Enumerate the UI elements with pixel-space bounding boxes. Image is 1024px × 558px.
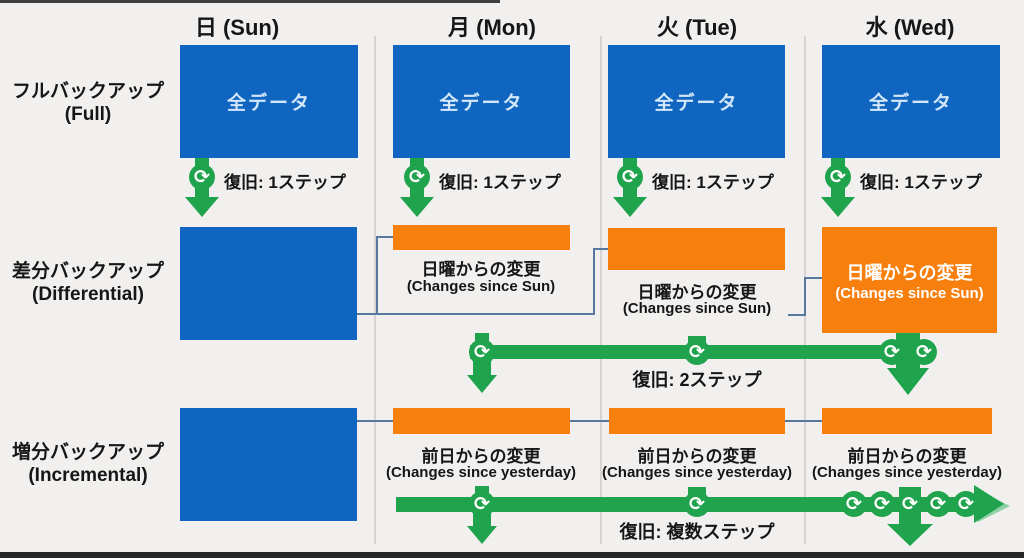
row-label-differential-ja: 差分バックアップ <box>11 261 164 282</box>
incr-bar-tue-label-en: (Changes since yesterday) <box>601 464 793 481</box>
diff-bar-mon-label-en: (Changes since Sun) <box>406 278 556 295</box>
incr-recovery-label: 復旧: 複数ステップ <box>619 522 775 542</box>
row-label-differential: 差分バックアップ (Differential) <box>3 260 173 306</box>
connector-line <box>785 420 822 422</box>
restore-cycle-icon: ⟳ <box>684 339 710 365</box>
restore-cycle-icon: ⟳ <box>189 164 215 190</box>
connector-line <box>593 248 609 250</box>
full-recovery-label-wed: 復旧: 1ステップ <box>860 173 982 192</box>
restore-cycle-icon: ⟳ <box>869 491 895 517</box>
connector-line <box>357 420 393 422</box>
diff-box-wed-label-en: (Changes since Sun) <box>835 284 984 302</box>
diff-box-wed-label-ja: 日曜からの変更 <box>846 262 973 283</box>
full-box-mon: 全データ <box>393 45 570 158</box>
incremental-full-box-sun <box>180 408 357 521</box>
full-recovery-label-sun: 復旧: 1ステップ <box>224 173 346 192</box>
connector-line <box>376 236 394 238</box>
connector-line <box>376 237 378 315</box>
full-box-tue: 全データ <box>608 45 785 158</box>
connector-line <box>357 313 594 315</box>
full-box-label: 全データ <box>868 93 953 114</box>
band-tab <box>899 487 921 497</box>
full-recovery-label-mon: 復旧: 1ステップ <box>439 173 561 192</box>
connector-line <box>570 420 609 422</box>
down-arrow-icon <box>467 526 497 544</box>
diff-bar-mon <box>393 225 570 250</box>
restore-cycle-icon: ⟳ <box>404 164 430 190</box>
column-header-mon: 月 (Mon) <box>448 15 536 40</box>
down-arrow-icon <box>400 197 434 217</box>
restore-cycle-icon: ⟳ <box>684 491 710 517</box>
diff-bar-mon-label-ja: 日曜からの変更 <box>421 260 541 279</box>
row-label-full-en: (Full) <box>64 104 112 125</box>
diff-bar-tue-label-en: (Changes since Sun) <box>622 300 772 317</box>
full-box-label: 全データ <box>226 93 311 114</box>
frame-top-edge <box>0 0 500 3</box>
row-label-incremental-en: (Incremental) <box>28 465 148 486</box>
down-arrow-icon <box>899 512 921 525</box>
connector-line <box>593 249 595 315</box>
incr-bar-tue-label-ja: 前日からの変更 <box>637 447 757 466</box>
restore-cycle-icon: ⟳ <box>879 339 905 365</box>
diff-bar-tue-label-ja: 日曜からの変更 <box>637 283 757 302</box>
frame-bottom-edge <box>0 552 1024 558</box>
restore-cycle-icon: ⟳ <box>841 491 867 517</box>
incr-bar-tue <box>609 408 785 434</box>
connector-line <box>804 277 806 316</box>
restore-cycle-icon: ⟳ <box>925 491 951 517</box>
incr-bar-mon-label-ja: 前日からの変更 <box>421 447 541 466</box>
down-arrow-icon <box>887 524 933 546</box>
connector-line <box>804 277 823 279</box>
incr-bar-wed-label-ja: 前日からの変更 <box>847 447 967 466</box>
row-label-full: フルバックアップ (Full) <box>3 80 173 126</box>
diff-box-wed: 日曜からの変更 (Changes since Sun) <box>822 227 997 333</box>
full-box-label: 全データ <box>439 93 524 114</box>
full-box-label: 全データ <box>654 93 739 114</box>
incr-bar-mon-label-en: (Changes since yesterday) <box>385 464 577 481</box>
restore-cycle-icon: ⟳ <box>617 164 643 190</box>
column-separator <box>600 36 602 544</box>
full-recovery-label-tue: 復旧: 1ステップ <box>652 173 774 192</box>
restore-cycle-icon: ⟳ <box>953 491 979 517</box>
column-header-sun: 日 (Sun) <box>194 15 280 40</box>
down-arrow-icon <box>467 375 497 393</box>
differential-full-box-sun <box>180 227 357 340</box>
connector-line <box>788 314 805 316</box>
column-separator <box>374 36 376 544</box>
down-arrow-icon <box>887 368 929 395</box>
restore-cycle-icon: ⟳ <box>911 339 937 365</box>
row-label-differential-en: (Differential) <box>32 284 144 305</box>
diff-recovery-label: 復旧: 2ステップ <box>632 370 762 390</box>
row-label-full-ja: フルバックアップ <box>11 81 164 102</box>
down-arrow-icon <box>185 197 219 217</box>
restore-cycle-icon: ⟳ <box>469 491 495 517</box>
column-header-tue: 火 (Tue) <box>656 15 738 40</box>
down-arrow-icon <box>613 197 647 217</box>
down-arrow-icon <box>821 197 855 217</box>
diff-bar-tue <box>608 228 785 270</box>
incr-bar-wed <box>822 408 992 434</box>
right-arrow-icon <box>974 485 1004 523</box>
restore-cycle-icon: ⟳ <box>825 164 851 190</box>
full-box-wed: 全データ <box>822 45 1000 158</box>
column-header-wed: 水 (Wed) <box>865 15 955 40</box>
incr-bar-wed-label-en: (Changes since yesterday) <box>811 464 1003 481</box>
incr-bar-mon <box>393 408 570 434</box>
full-box-sun: 全データ <box>180 45 358 158</box>
row-label-incremental: 増分バックアップ (Incremental) <box>3 441 173 487</box>
row-label-incremental-ja: 増分バックアップ <box>11 442 164 463</box>
restore-cycle-icon: ⟳ <box>469 339 495 365</box>
